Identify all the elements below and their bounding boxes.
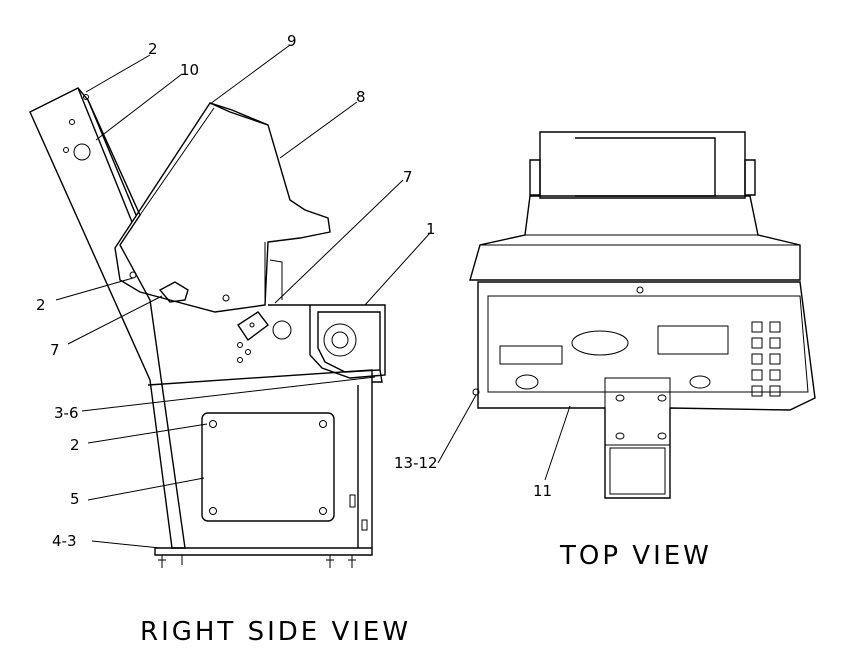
callout-7-lower: 7	[50, 341, 60, 359]
callout-2-top: 2	[148, 40, 158, 58]
callout-8: 8	[356, 88, 366, 106]
top-view	[469, 131, 816, 499]
right-side-view	[29, 87, 386, 568]
callout-13-12: 13-12	[394, 454, 438, 472]
callout-5: 5	[70, 490, 80, 508]
callouts: 2 10 9 8 7 1 2 7 3-6 2 5 4-3 13-12 11	[36, 32, 552, 550]
leader-lines	[55, 44, 571, 549]
callout-7-upper: 7	[403, 168, 413, 186]
callout-2-mid: 2	[36, 296, 46, 314]
callout-3-6: 3-6	[54, 404, 79, 422]
callout-1: 1	[426, 220, 436, 238]
callout-10: 10	[180, 61, 199, 79]
right-side-view-title: RIGHT SIDE VIEW	[140, 617, 411, 647]
callout-11: 11	[533, 482, 552, 500]
callout-9: 9	[287, 32, 297, 50]
callout-4-3: 4-3	[52, 532, 77, 550]
callout-2-panel: 2	[70, 436, 80, 454]
top-view-title: TOP VIEW	[559, 541, 712, 571]
